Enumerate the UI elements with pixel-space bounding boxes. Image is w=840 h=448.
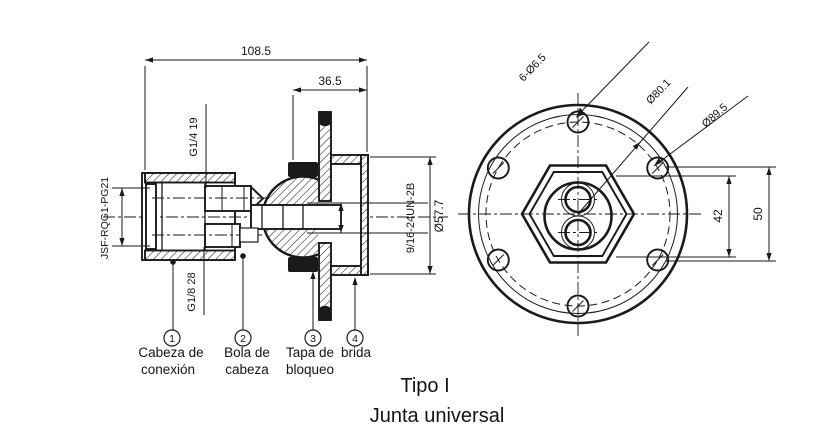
bolt-hole bbox=[566, 294, 590, 318]
drawing-title: Junta universal bbox=[370, 405, 505, 427]
dimension-flange-depth: 36.5 bbox=[292, 74, 367, 160]
side-view: 9/16-24UN-2B 108.5 36.5 Ø57.7 bbox=[99, 44, 448, 377]
callout-4-number: 4 bbox=[352, 333, 358, 345]
port-bottom bbox=[204, 223, 241, 248]
title-block: Tipo I Junta universal bbox=[370, 375, 505, 427]
bolt-circle-value: Ø80.1 bbox=[644, 77, 673, 107]
callout-2: 2 bbox=[234, 253, 252, 347]
bolt-hole bbox=[486, 248, 510, 272]
dimension-outer-circle: Ø89.5 bbox=[653, 95, 749, 167]
part-label-1b: conexión bbox=[141, 362, 195, 377]
inner-span-value: 42 bbox=[711, 209, 725, 223]
bolt-hole bbox=[486, 156, 510, 180]
dimension-overall-length: 108.5 bbox=[144, 44, 368, 170]
dimension-outer-span: 50 bbox=[666, 166, 776, 262]
part-label-4a: brida bbox=[341, 345, 372, 360]
part-label-3a: Tapa de bbox=[286, 345, 334, 360]
dimension-port-bottom: G1/8 28 bbox=[186, 247, 205, 315]
part-labels: Cabeza de conexión Bola de cabeza Tapa d… bbox=[138, 345, 371, 377]
body-thread-label: JSF-RQG1-PG21 bbox=[99, 177, 111, 259]
thread-spec-label: 9/16-24UN-2B bbox=[405, 183, 417, 253]
bolt-hole bbox=[646, 248, 670, 272]
dimension-body-thread: JSF-RQG1-PG21 bbox=[99, 177, 150, 259]
callout-3: 3 bbox=[304, 271, 322, 347]
part-label-3b: bloqueo bbox=[286, 362, 334, 377]
flange-depth-value: 36.5 bbox=[318, 74, 342, 88]
part-label-2b: cabeza bbox=[225, 362, 269, 377]
connection-head bbox=[141, 172, 268, 261]
bolt-holes-value: 6-Ø6.5 bbox=[517, 52, 549, 85]
dimension-inner-span: 42 bbox=[616, 175, 736, 258]
port-bottom-label: G1/8 28 bbox=[186, 272, 198, 311]
outer-span-value: 50 bbox=[751, 207, 765, 221]
bolt-holes bbox=[486, 110, 670, 318]
stem bbox=[239, 204, 342, 243]
callout-2-number: 2 bbox=[240, 333, 246, 345]
port-top-label: G1/4 19 bbox=[188, 117, 200, 156]
overall-length-value: 108.5 bbox=[241, 44, 271, 58]
front-view: 6-Ø6.5 Ø80.1 Ø89.5 42 bbox=[458, 41, 776, 336]
type-label: Tipo I bbox=[400, 375, 449, 397]
dimension-port-top: G1/4 19 bbox=[188, 104, 207, 188]
flange-plate bbox=[318, 111, 332, 321]
dimension-tube-diameter: Ø57.7 bbox=[370, 156, 446, 275]
callout-4: 4 bbox=[346, 277, 364, 347]
callout-1-number: 1 bbox=[169, 333, 175, 345]
tube-diameter-value: Ø57.7 bbox=[432, 199, 446, 232]
locking-cap bbox=[288, 162, 318, 272]
part-label-2a: Bola de bbox=[224, 345, 270, 360]
part-label-1a: Cabeza de bbox=[138, 345, 203, 360]
bolt-hole bbox=[566, 110, 590, 134]
hex-nut bbox=[520, 164, 636, 264]
flange-outer-circle bbox=[467, 103, 689, 325]
callout-1: 1 bbox=[163, 259, 181, 347]
dimension-thread-bore: 9/16-24UN-2B bbox=[307, 183, 428, 253]
bolt-hole bbox=[646, 156, 670, 180]
outer-circle-value: Ø89.5 bbox=[700, 101, 730, 130]
callout-3-number: 3 bbox=[310, 333, 316, 345]
flange-cup bbox=[330, 154, 369, 276]
port-top bbox=[204, 185, 252, 212]
dimension-bolt-holes: 6-Ø6.5 bbox=[517, 41, 650, 118]
